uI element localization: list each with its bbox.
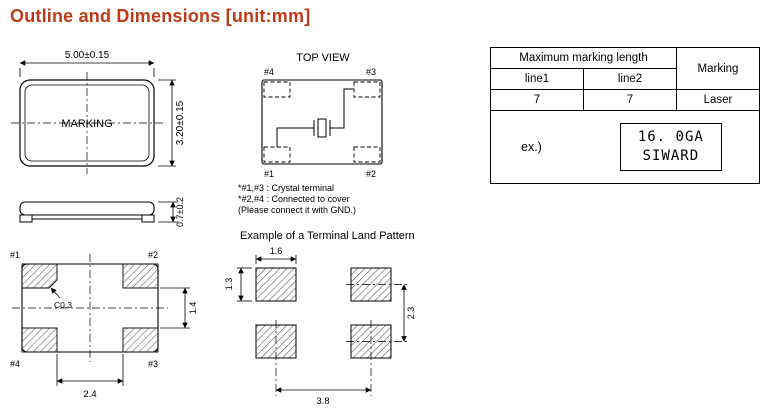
bottom-terminal-pads — [21, 263, 159, 353]
front-centerlines — [11, 72, 163, 174]
bottom-pad-label-2: #2 — [148, 250, 158, 260]
line2-header: line2 — [584, 69, 677, 90]
front-height-dim-label: 3.20±0.15 — [175, 100, 186, 145]
hidden-terminal-pads — [263, 81, 381, 163]
marking-example-row: ex.) 16. 0GA SIWARD — [491, 111, 759, 183]
land-centerlines — [275, 284, 410, 396]
marking-table: Maximum marking length Marking line1 lin… — [490, 47, 760, 184]
pad-height-dimension — [237, 267, 252, 302]
pad-gap-vertical-label: 1.4 — [188, 302, 198, 315]
top-pad-label-4: #4 — [264, 67, 274, 77]
horizontal-pitch-label: 3.8 — [316, 396, 329, 407]
front-width-dimension — [19, 60, 155, 77]
chamfer-label: C0.3 — [54, 300, 72, 310]
top-pad-label-3: #3 — [366, 67, 376, 77]
chamfer-callout: C0.3 — [50, 287, 72, 310]
marking-method-value: Laser — [677, 90, 759, 111]
pad-gap-horizontal-dimension — [56, 354, 124, 386]
note-connected-cover: *#2,#4 : Connected to cover — [238, 194, 350, 204]
top-pad-label-1: #1 — [264, 169, 274, 179]
vertical-pitch-label: 2.3 — [406, 307, 416, 320]
land-pattern-drawing: 1.6 1.3 2.3 3.8 — [224, 246, 416, 407]
pad-width-label: 1.6 — [270, 246, 283, 256]
marking-example-line2: SIWARD — [642, 148, 700, 164]
pad-gap-horizontal-label: 2.4 — [83, 389, 96, 400]
bottom-pad-label-1: #1 — [10, 250, 20, 260]
terminal-notes: *#1,#3 : Crystal terminal *#2,#4 : Conne… — [238, 183, 356, 216]
front-width-dim-label: 5.00±0.15 — [65, 50, 110, 61]
top-pad-label-2: #2 — [366, 169, 376, 179]
marking-example-box: 16. 0GA SIWARD — [619, 123, 722, 171]
land-pads — [255, 267, 392, 359]
bottom-view-drawing: #1 #2 #4 #3 C0.3 1.4 2.4 — [10, 250, 198, 400]
marking-column-header: Marking — [677, 48, 759, 90]
line1-value: 7 — [491, 90, 584, 111]
side-height-dimension — [158, 201, 178, 223]
side-profile — [19, 201, 155, 223]
bottom-pad-label-4: #4 — [10, 359, 20, 369]
side-view-drawing: 0.7±0.2 — [19, 197, 185, 227]
pad-height-label: 1.3 — [224, 278, 234, 291]
line1-header: line1 — [491, 69, 584, 90]
top-cover-outline — [261, 79, 383, 165]
front-height-dimension — [158, 79, 176, 167]
pad-gap-vertical-dimension — [160, 287, 190, 329]
top-view-drawing: #4 #3 #1 #2 — [261, 67, 383, 179]
pad-width-dimension — [255, 255, 297, 264]
marking-length-header: Maximum marking length — [491, 48, 677, 69]
note-gnd: (Please connect it with GND.) — [238, 205, 357, 215]
side-height-dim-label: 0.7±0.2 — [175, 197, 185, 227]
bottom-pad-label-3: #3 — [148, 359, 158, 369]
marking-placeholder-label: MARKING — [61, 118, 112, 130]
line2-value: 7 — [584, 90, 677, 111]
land-pattern-title: Example of a Terminal Land Pattern — [240, 230, 415, 242]
bottom-centerlines — [12, 254, 168, 362]
marking-example-line1: 16. 0GA — [637, 129, 704, 146]
crystal-schematic — [276, 88, 354, 147]
example-label: ex.) — [521, 140, 542, 154]
page-title: Outline and Dimensions [unit:mm] — [10, 6, 311, 26]
note-crystal-terminal: *#1,#3 : Crystal terminal — [238, 183, 335, 193]
front-view-drawing: 5.00±0.15 MARKING 3.20±0.15 — [11, 50, 186, 174]
top-view-title: TOP VIEW — [296, 52, 350, 64]
